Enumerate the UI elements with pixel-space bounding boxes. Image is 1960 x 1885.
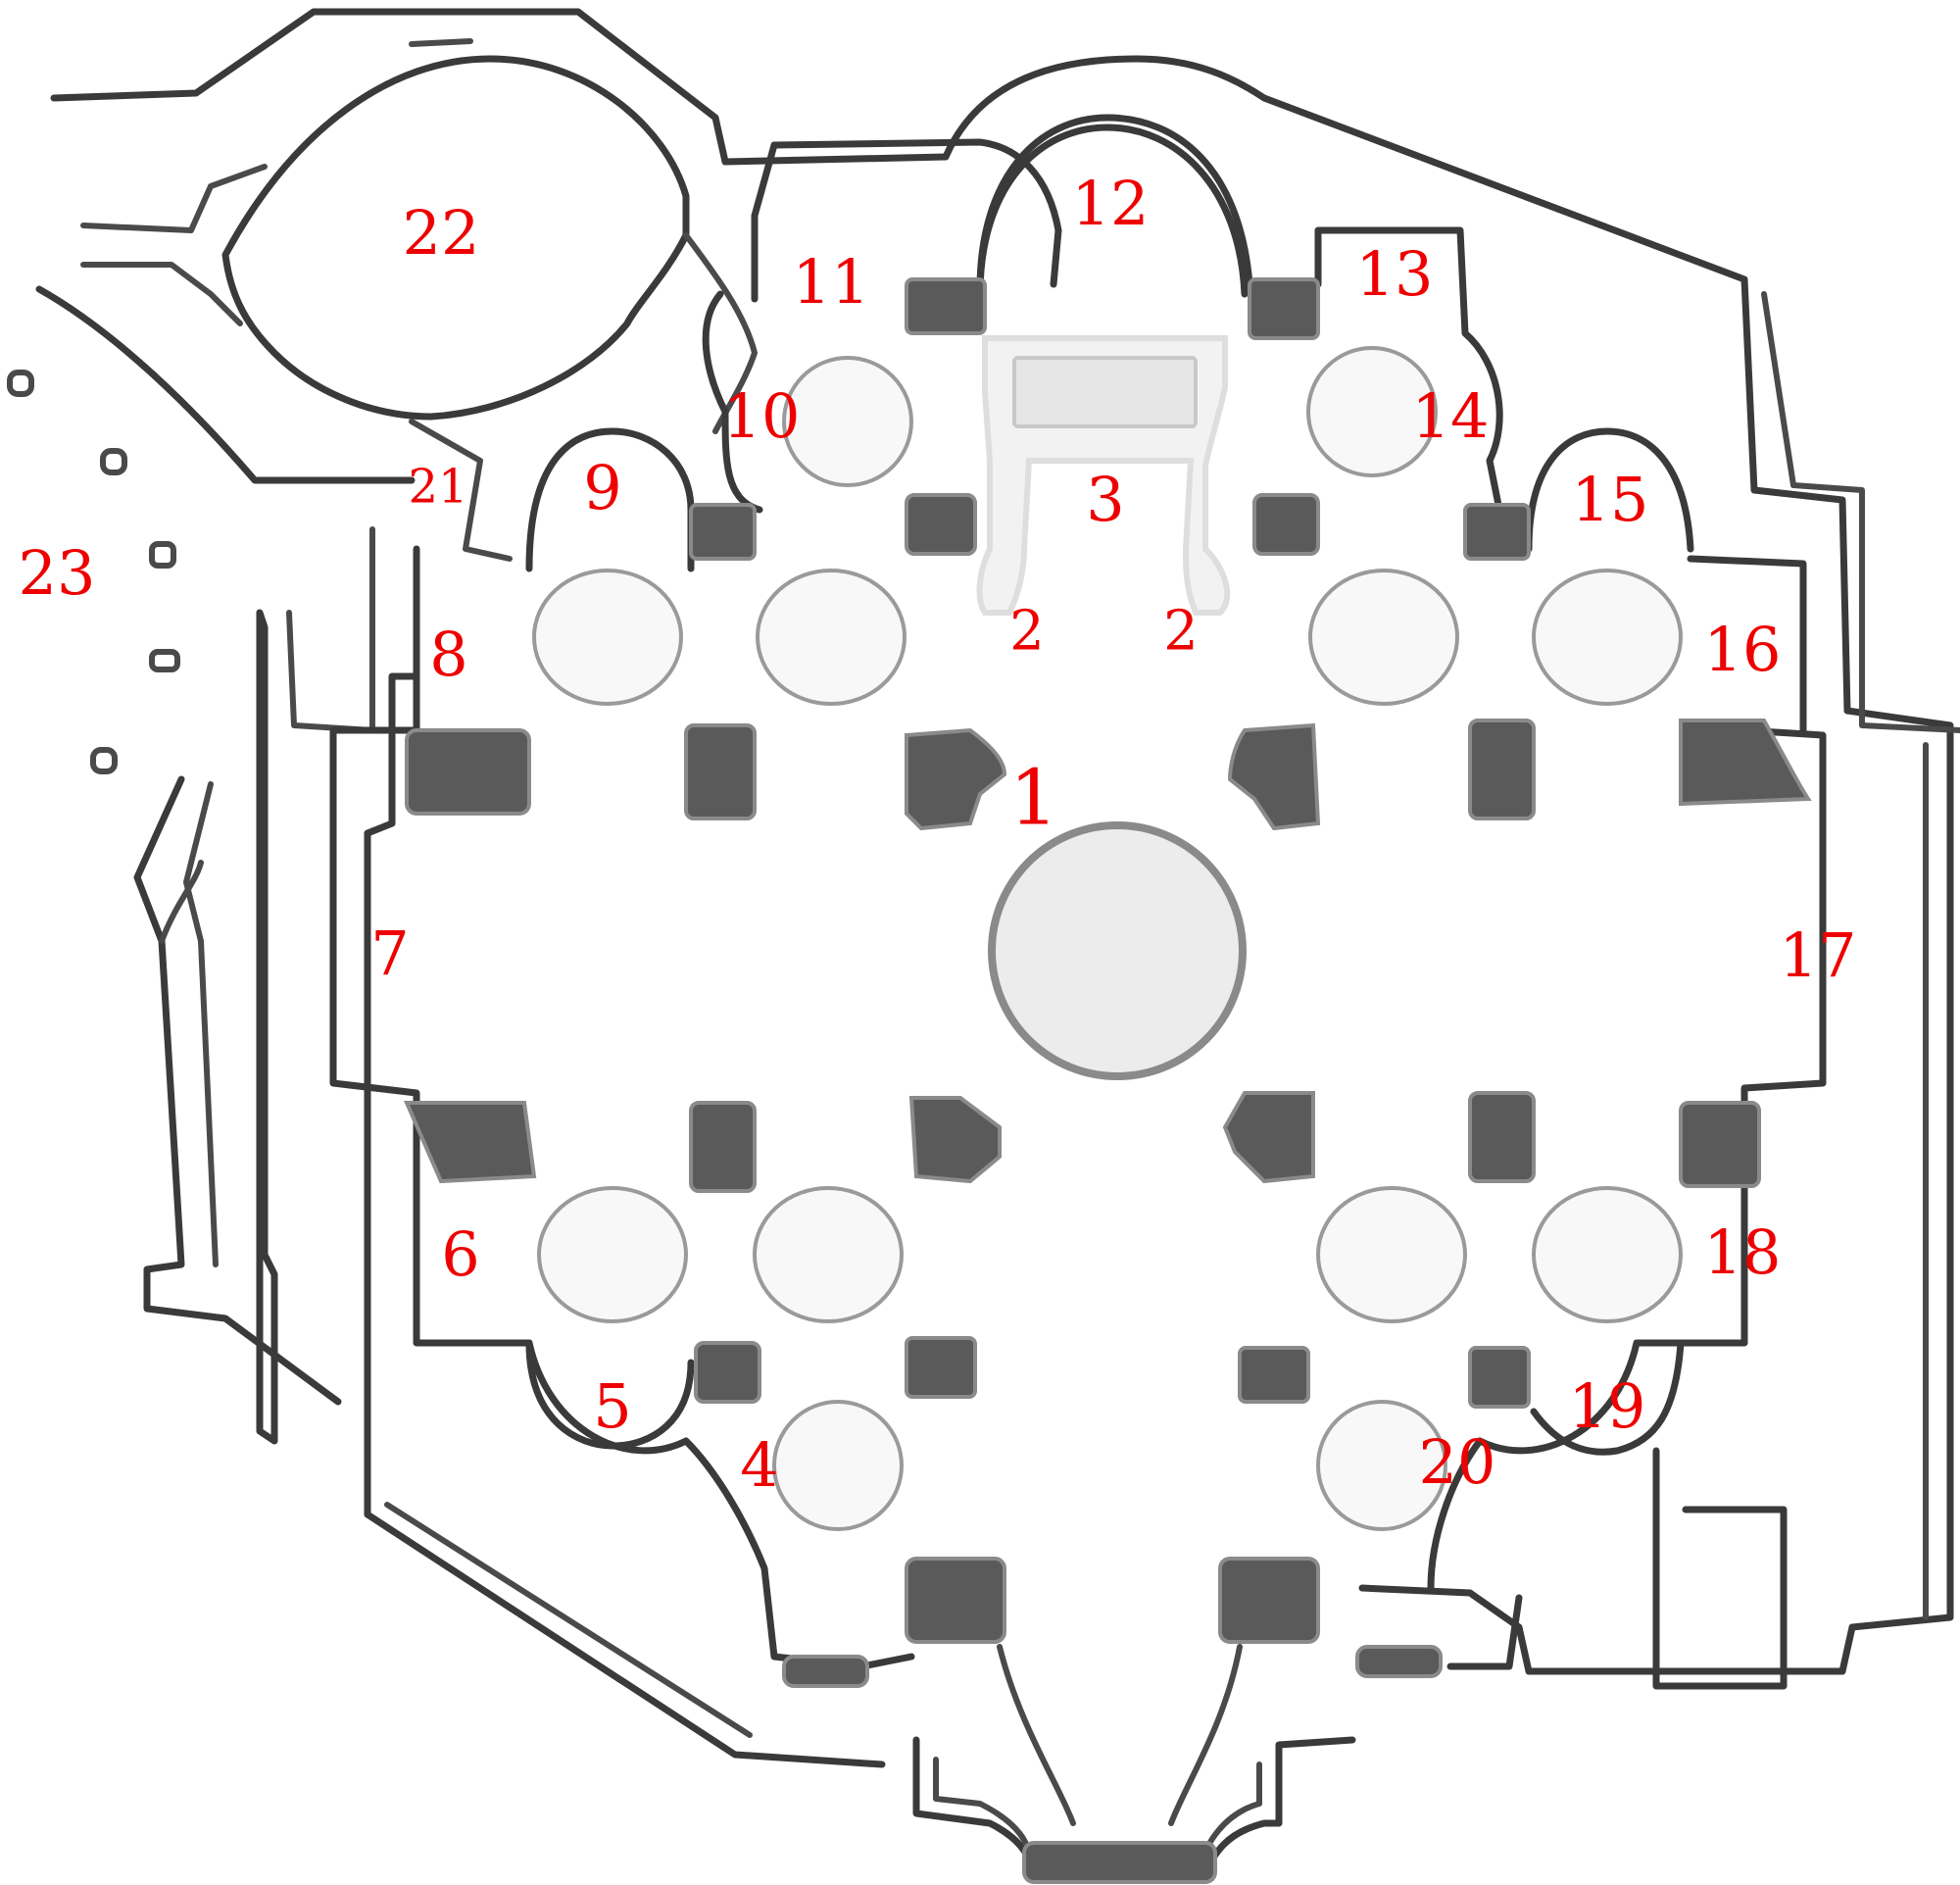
apse-12: [976, 124, 1249, 298]
chamber-22: [221, 38, 758, 562]
label-4: 4: [740, 1429, 778, 1501]
exterior-fragments: [7, 370, 180, 774]
label-11: 11: [793, 246, 870, 318]
label-16: 16: [1704, 614, 1782, 685]
label-13: 13: [1356, 238, 1434, 310]
label-5: 5: [593, 1370, 631, 1442]
label-2b: 2: [1163, 600, 1199, 664]
central-dome: [988, 821, 1247, 1080]
label-7: 7: [370, 918, 409, 989]
label-3: 3: [1086, 464, 1124, 535]
label-21: 21: [408, 460, 467, 515]
columns: [532, 346, 1683, 1531]
label-1: 1: [1009, 755, 1058, 843]
label-20: 20: [1419, 1426, 1496, 1498]
label-19: 19: [1569, 1370, 1646, 1442]
bema-3: [976, 335, 1231, 616]
outer-walls: [50, 8, 1960, 1884]
label-9: 9: [583, 452, 621, 523]
label-14: 14: [1412, 380, 1490, 452]
label-15: 15: [1572, 464, 1649, 535]
label-18: 18: [1704, 1216, 1782, 1288]
label-8: 8: [429, 619, 467, 690]
room-labels: 1 2 2 3 4 5 6 7 8 9 10 11 12 13 14 15 16…: [19, 168, 1857, 1501]
label-23: 23: [19, 537, 96, 609]
label-22: 22: [403, 197, 480, 269]
piers: [403, 277, 1812, 1884]
left-wings: [35, 164, 416, 1445]
label-17: 17: [1780, 919, 1857, 991]
label-12: 12: [1072, 168, 1150, 239]
label-6: 6: [441, 1218, 479, 1290]
label-2a: 2: [1009, 600, 1045, 664]
label-10: 10: [723, 380, 801, 452]
